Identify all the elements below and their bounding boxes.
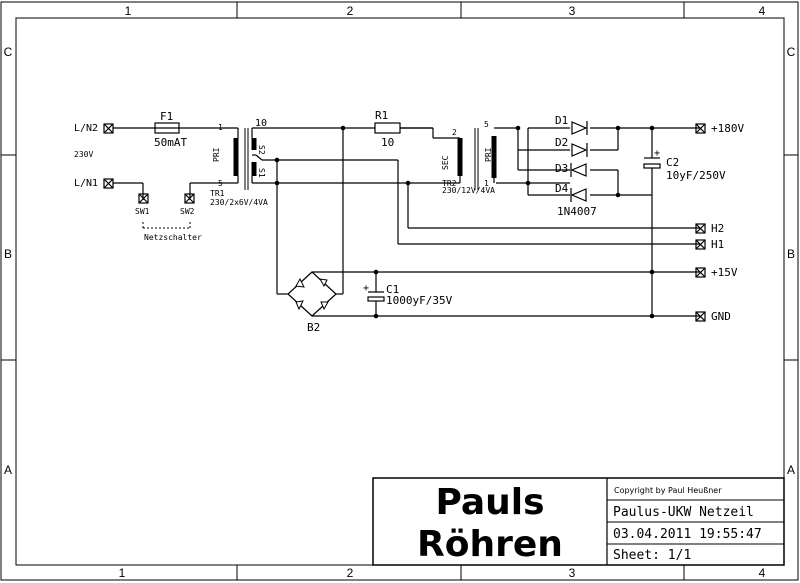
- tr1-value: 230/2x6V/4VA: [210, 198, 268, 207]
- wires: [113, 127, 700, 317]
- tr2-sec-label: SEC: [441, 155, 450, 170]
- column-label-top-4: 4: [759, 4, 766, 18]
- tr1-pin-5: 5: [218, 179, 223, 188]
- output-terminal-h2: [695, 223, 706, 234]
- svg-text:+: +: [654, 148, 660, 159]
- input-label-voltage: 230V: [74, 150, 93, 159]
- component-labels: L/N2 230V L/N1 F1 50mAT SW1 SW2 Netzscha…: [74, 109, 744, 334]
- r1-ref: R1: [375, 109, 388, 122]
- column-label-bottom-2: 2: [347, 566, 354, 580]
- logo-line-2: Röhren: [417, 524, 563, 565]
- bridge-rectifier-b2: [287, 271, 337, 317]
- diode-d1: [571, 121, 588, 135]
- tr2-ref: TR2: [442, 179, 457, 188]
- fuse-f1: [154, 122, 180, 134]
- output-label-h1: H1: [711, 238, 724, 251]
- output-label-180v: +180V: [711, 122, 744, 135]
- output-label-h2: H2: [711, 222, 724, 235]
- fuse-ref: F1: [160, 110, 173, 123]
- output-label-gnd: GND: [711, 310, 731, 323]
- diode-d3: [570, 163, 587, 177]
- output-label-15v: +15V: [711, 266, 738, 279]
- tr1-pin-10: 10: [255, 118, 267, 129]
- sheet-number: Sheet: 1/1: [613, 548, 691, 563]
- diode-d4: [570, 188, 587, 202]
- input-label-ln2: L/N2: [74, 123, 98, 134]
- output-terminal-15v: [695, 267, 706, 278]
- svg-text:+: +: [363, 283, 369, 294]
- c2-ref: C2: [666, 156, 679, 169]
- diode-d2: [571, 143, 588, 157]
- row-label-right-b: B: [787, 247, 795, 261]
- resistor-r1: [374, 122, 401, 134]
- transformer-tr1: [233, 128, 257, 190]
- logo-line-1: Pauls: [435, 482, 544, 523]
- column-label-bottom-1: 1: [119, 566, 126, 580]
- row-label-right-c: C: [787, 45, 796, 59]
- input-terminal-ln2: [103, 123, 114, 134]
- copyright-text: Copyright by Paul Heußner: [614, 486, 722, 495]
- switch-bracket: [142, 222, 191, 229]
- diode-label-d4: D4: [555, 182, 569, 195]
- capacitor-c2: +: [643, 148, 661, 169]
- switch-terminal-sw2: [184, 193, 195, 204]
- tr2-pri-label: PRI: [484, 147, 493, 162]
- c1-value: 1000yF/35V: [386, 294, 453, 307]
- column-label-bottom-4: 4: [759, 566, 766, 580]
- switch-name: Netzschalter: [144, 233, 202, 242]
- row-label-left-a: A: [4, 463, 12, 477]
- diode-label-d1: D1: [555, 114, 568, 127]
- bridge-ref: B2: [307, 321, 320, 334]
- tr2-pin-5: 5: [484, 120, 489, 129]
- tr1-ref: TR1: [210, 189, 225, 198]
- title-block: Pauls Röhren Copyright by Paul Heußner P…: [372, 477, 785, 566]
- row-label-left-b: B: [4, 247, 12, 261]
- tr1-pri-label: PRI: [212, 147, 221, 162]
- column-label-bottom-3: 3: [569, 566, 576, 580]
- diode-label-d3: D3: [555, 162, 568, 175]
- c1-ref: C1: [386, 283, 399, 296]
- switch-label-sw1: SW1: [135, 207, 150, 216]
- c2-value: 10yF/250V: [666, 169, 726, 182]
- tr1-pin-1: 1: [218, 123, 223, 132]
- switch-label-sw2: SW2: [180, 207, 195, 216]
- diode-label-d2: D2: [555, 136, 568, 149]
- output-terminal-180v: [695, 123, 706, 134]
- junctions: [274, 125, 655, 319]
- diode-type: 1N4007: [557, 205, 597, 218]
- output-terminal-h1: [695, 239, 706, 250]
- r1-value: 10: [381, 136, 394, 149]
- tr2-value: 230/12V/4VA: [442, 186, 495, 195]
- tr1-tap-s1: S1: [257, 168, 266, 178]
- input-label-ln1: L/N1: [74, 178, 98, 189]
- fuse-value: 50mAT: [154, 136, 187, 149]
- row-label-right-a: A: [787, 463, 795, 477]
- tr2-pin-2: 2: [452, 128, 457, 137]
- switch-terminal-sw1: [138, 193, 149, 204]
- drawing-title: Paulus-UKW Netzeil: [613, 505, 754, 520]
- column-label-top-1: 1: [125, 4, 132, 18]
- column-label-top-3: 3: [569, 4, 576, 18]
- drawing-datetime: 03.04.2011 19:55:47: [613, 527, 762, 542]
- capacitor-c1: +: [363, 283, 385, 302]
- output-terminal-gnd: [695, 311, 706, 322]
- tr1-tap-s2: S2: [257, 145, 266, 155]
- transformer-tr2: [457, 127, 497, 190]
- tr2-pin-1: 1: [484, 179, 489, 188]
- input-terminal-ln1: [103, 178, 114, 189]
- row-label-left-c: C: [4, 45, 13, 59]
- column-label-top-2: 2: [347, 4, 354, 18]
